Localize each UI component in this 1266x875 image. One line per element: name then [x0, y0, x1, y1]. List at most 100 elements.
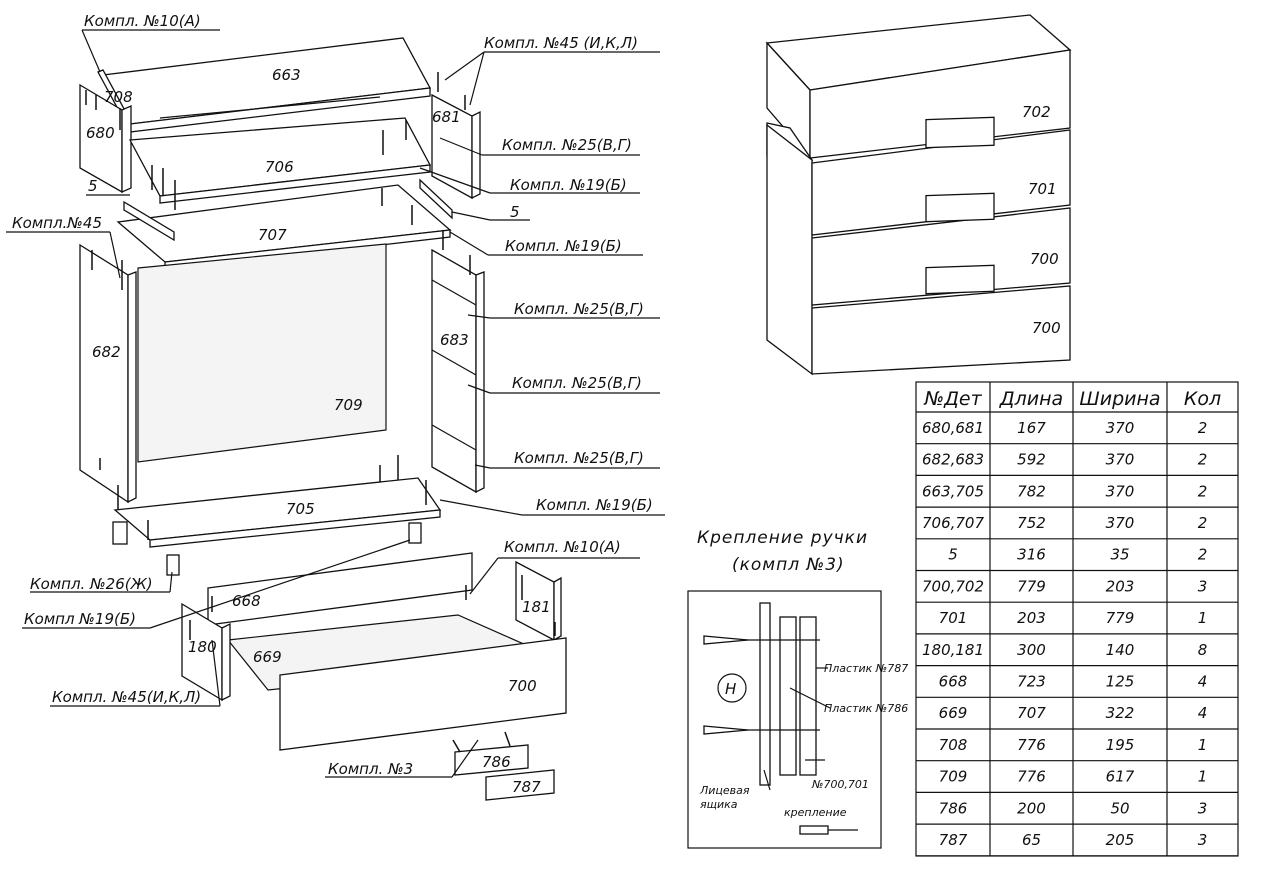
table-cell: 8: [1198, 641, 1208, 659]
part-700: 700: [508, 677, 537, 695]
table-cell: 2: [1198, 514, 1208, 532]
front-label-2: ящика: [700, 798, 738, 811]
table-cell: 752: [1017, 514, 1046, 532]
plastic-787-label: Пластик №787: [824, 662, 908, 675]
callouts: Компл. №10(А) Компл. №45 (И,К,Л) Компл. …: [12, 12, 653, 778]
table-cell: 1: [1198, 736, 1208, 754]
part-708: 708: [104, 88, 133, 106]
part-682: 682: [92, 343, 121, 361]
callout-k25-4: Компл. №25(В,Г): [514, 449, 644, 467]
assembled-700-a: 700: [1030, 250, 1059, 268]
part-709: 709: [334, 396, 363, 414]
part-705: 705: [286, 500, 315, 518]
table-cell: 370: [1106, 419, 1135, 437]
table-cell: 3: [1198, 799, 1208, 817]
callout-k19-1: Компл. №19(Б): [510, 176, 627, 194]
table-cell: 125: [1106, 672, 1135, 690]
table-cell: 35: [1110, 546, 1129, 564]
callout-k10a-top: Компл. №10(А): [84, 12, 201, 30]
table-cell: 167: [1017, 419, 1046, 437]
table-cell: 140: [1106, 641, 1135, 659]
assembled-702: 702: [1022, 103, 1051, 121]
callout-5-left: 5: [88, 177, 98, 195]
table-cell: 2: [1198, 482, 1208, 500]
table-cell: 669: [939, 704, 968, 722]
table-cell: 668: [939, 672, 968, 690]
table-header-1: Длина: [999, 388, 1063, 410]
assembled-701: 701: [1028, 180, 1057, 198]
table-cell: 203: [1017, 609, 1046, 627]
table-cell: 2: [1198, 546, 1208, 564]
table-cell: 709: [939, 768, 968, 786]
table-cell: 316: [1017, 546, 1046, 564]
handle-detail-title-1: Крепление ручки: [697, 528, 868, 548]
table-cell: 195: [1106, 736, 1135, 754]
table-header-3: Кол: [1184, 388, 1221, 410]
callout-k25-2: Компл. №25(В,Г): [514, 300, 644, 318]
table-cell: 723: [1017, 672, 1046, 690]
leader-lines: [6, 29, 665, 778]
table-cell: 370: [1106, 514, 1135, 532]
table-header-0: №Дет: [923, 388, 982, 410]
table-cell: 4: [1198, 672, 1208, 690]
part-180: 180: [188, 638, 217, 656]
table-cell: 782: [1017, 482, 1046, 500]
part-ref-label: №700,701: [811, 778, 869, 791]
table-cell: 776: [1017, 768, 1046, 786]
table-cell: 592: [1017, 451, 1046, 469]
table-cell: 2: [1198, 419, 1208, 437]
table-cell: 65: [1022, 831, 1041, 849]
table-cell: 708: [939, 736, 968, 754]
table-cell: 50: [1110, 799, 1129, 817]
callout-k25-1: Компл. №25(В,Г): [502, 136, 632, 154]
handle-detail: Крепление ручки (компл №3) Н Пластик №78…: [687, 528, 908, 849]
callout-k19-3: Компл. №19(Б): [536, 496, 653, 514]
table-cell: 701: [939, 609, 968, 627]
front-label-1: Лицевая: [699, 784, 750, 797]
part-680: 680: [86, 124, 115, 142]
assembled-chest: 702 701 700 700: [765, 14, 1072, 376]
table-cell: 2: [1198, 451, 1208, 469]
part-681: 681: [432, 108, 461, 126]
table-cell: 680,681: [922, 419, 984, 437]
table-cell: 617: [1106, 768, 1135, 786]
table-cell: 776: [1017, 736, 1046, 754]
callout-k45-left: Компл.№45: [12, 214, 102, 232]
part-787: 787: [512, 778, 541, 796]
table-cell: 779: [1106, 609, 1135, 627]
exploded-view: [79, 37, 485, 576]
callout-k25-3: Компл. №25(В,Г): [512, 374, 642, 392]
assembled-700-b: 700: [1032, 319, 1061, 337]
callout-k45-ikl-top: Компл. №45 (И,К,Л): [484, 34, 638, 52]
table-cell: 370: [1106, 451, 1135, 469]
callout-k26: Компл. №26(Ж): [30, 575, 153, 593]
fastening-label: крепление: [784, 806, 847, 819]
callout-5-right: 5: [510, 203, 520, 221]
table-cell: 663,705: [922, 482, 984, 500]
part-786: 786: [482, 753, 511, 771]
parts-table: №Дет Длина Ширина Кол 680,681 167 370 2 682,683 5…: [915, 381, 1239, 857]
callout-k3: Компл. №3: [328, 760, 413, 778]
callout-k19-2: Компл. №19(Б): [505, 237, 622, 255]
drawer-exploded-view: [181, 552, 567, 801]
callout-k10a-drawer: Компл. №10(А): [504, 538, 621, 556]
table-cell: 787: [939, 831, 968, 849]
table-cell: 5: [948, 546, 958, 564]
table-cell: 3: [1198, 577, 1208, 595]
table-cell: 180,181: [922, 641, 984, 659]
table-cell: 300: [1017, 641, 1046, 659]
callout-k45-bottom: Компл. №45(И,К,Л): [52, 688, 201, 706]
table-cell: 200: [1017, 799, 1046, 817]
part-683: 683: [440, 331, 469, 349]
table-cell: 322: [1106, 704, 1135, 722]
table-header-2: Ширина: [1079, 388, 1160, 410]
plastic-786-label: Пластик №786: [824, 702, 908, 715]
table-cell: 3: [1198, 831, 1208, 849]
part-707: 707: [258, 226, 287, 244]
table-cell: 707: [1017, 704, 1046, 722]
part-numbers: 663 708 680 681 706 707 682 683 709 705 …: [86, 66, 551, 796]
part-181: 181: [522, 598, 551, 616]
table-cell: 682,683: [922, 451, 984, 469]
part-706: 706: [265, 158, 294, 176]
